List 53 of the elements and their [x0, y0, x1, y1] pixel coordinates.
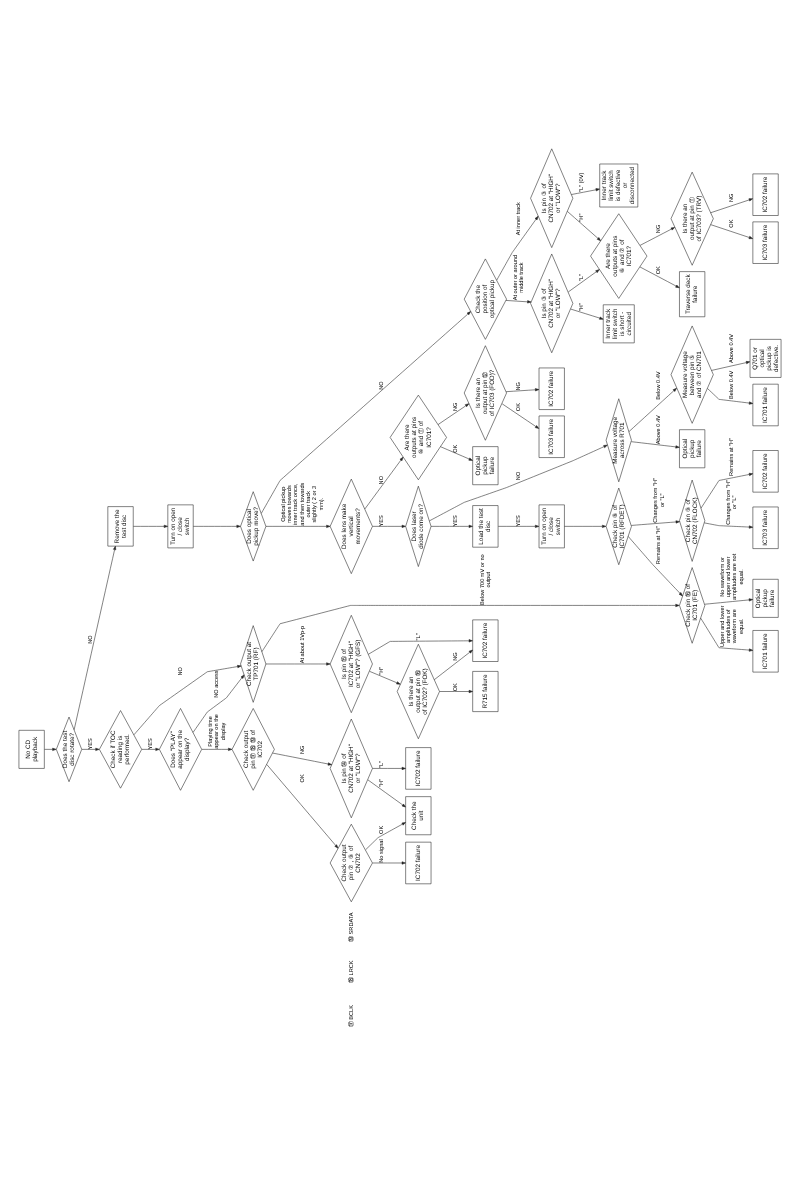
arrow	[700, 616, 754, 651]
arrow	[639, 226, 675, 245]
arrow	[704, 521, 754, 528]
arrow	[505, 299, 532, 303]
arrow	[367, 778, 406, 807]
arrow	[265, 523, 331, 527]
arrow	[133, 664, 242, 735]
arrow	[430, 523, 473, 527]
arrow	[639, 265, 680, 288]
arrow	[192, 673, 245, 732]
arrow	[364, 455, 404, 509]
arrow	[498, 523, 540, 527]
arrow	[141, 746, 160, 750]
arrow	[707, 387, 754, 404]
arrow	[193, 523, 241, 527]
arrow	[496, 215, 539, 280]
arrow	[81, 746, 100, 750]
arrow	[372, 860, 406, 864]
arrow	[567, 210, 601, 241]
arrow	[133, 523, 168, 527]
arrow	[710, 223, 753, 238]
arrow	[265, 661, 331, 665]
arrow	[266, 763, 339, 848]
arrow	[570, 307, 604, 319]
arrow	[261, 310, 471, 513]
arrow	[501, 402, 540, 428]
arrow	[627, 535, 683, 596]
arrow	[201, 746, 233, 750]
arrow	[564, 523, 607, 527]
arrow	[261, 602, 680, 651]
arrow	[368, 638, 473, 654]
arrow	[568, 268, 600, 292]
arrow	[631, 519, 680, 525]
arrow	[437, 402, 470, 424]
arrow	[700, 471, 754, 508]
arrow	[372, 765, 406, 769]
arrow	[440, 445, 473, 460]
arrow	[44, 746, 57, 750]
arrow	[439, 689, 473, 692]
arrow	[73, 544, 117, 730]
arrow	[369, 670, 401, 684]
arrow	[704, 597, 753, 604]
arrow	[429, 443, 608, 521]
arrow	[505, 387, 540, 391]
arrow	[365, 821, 406, 849]
arrow	[272, 751, 332, 765]
arrow	[434, 648, 473, 679]
arrow	[710, 197, 753, 213]
arrow	[372, 523, 406, 527]
arrow	[571, 187, 600, 194]
arrow	[628, 386, 677, 431]
arrow	[631, 440, 680, 448]
arrow	[711, 360, 751, 370]
